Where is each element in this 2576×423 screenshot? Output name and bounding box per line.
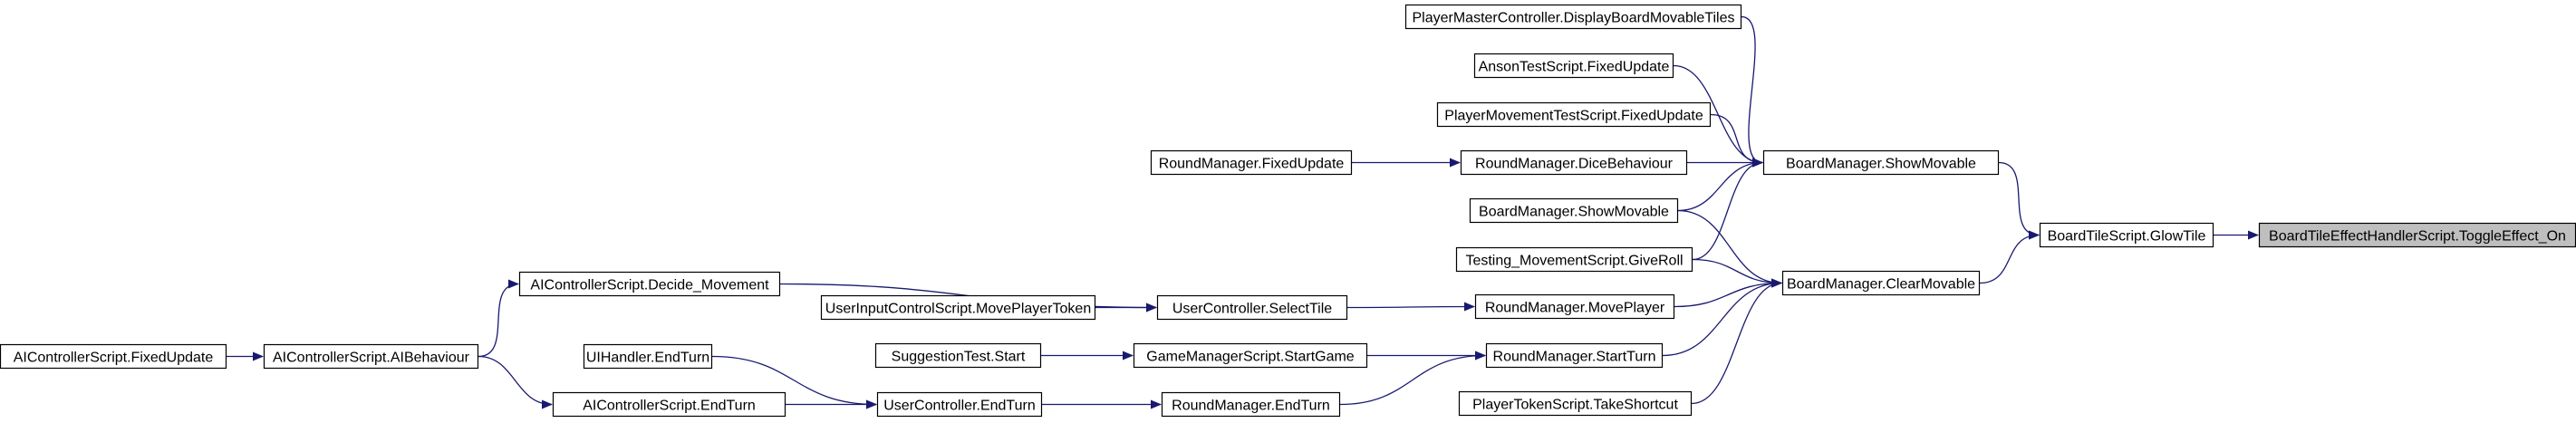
edge-showmov-to-glow [1998,161,2040,240]
node-starturn-label: RoundManager.StartTurn [1493,350,1656,365]
node-uicontrol-box [820,294,1096,321]
node-pmts-box [1436,101,1712,128]
node-gmstart-label: GameManagerScript.StartGame [1146,350,1355,365]
node-uiend-box [583,343,713,370]
node-testing-box [1455,246,1693,273]
node-moveplayer[interactable]: RoundManager.MovePlayer [1474,293,1675,320]
node-clearmov-label: BoardManager.ClearMovable [1787,277,1975,293]
node-pmts[interactable]: PlayerMovementTestScript.FixedUpdate [1436,101,1712,128]
node-uicontrol-label: UserInputControlScript.MovePlayerToken [825,302,1091,317]
node-ucend-box [876,391,1043,418]
node-clearmov[interactable]: BoardManager.ClearMovable [1781,270,1981,296]
edge-bmshow2-to-showmov [1677,158,1763,212]
node-pmc[interactable]: PlayerMasterController.DisplayBoardMovab… [1404,4,1742,30]
node-rmend-label: RoundManager.EndTurn [1172,399,1330,414]
node-anson[interactable]: AnsonTestScript.FixedUpdate [1473,53,1674,79]
nodes-layer: BoardTileEffectHandlerScript.ToggleEffec… [0,4,2576,418]
node-ucend[interactable]: UserController.EndTurn [876,391,1043,418]
node-aibehav-label: AIControllerScript.AIBehaviour [273,351,470,366]
node-aibehav-box [263,343,479,370]
node-moveplayer-label: RoundManager.MovePlayer [1485,301,1665,316]
edge-testing-to-clearmov [1692,258,1782,288]
node-starturn-box [1485,342,1664,369]
node-rmend[interactable]: RoundManager.EndTurn [1161,391,1341,418]
node-sugg[interactable]: SuggestionTest.Start [874,342,1042,369]
node-showmov-label: BoardManager.ShowMovable [1786,157,1976,172]
edge-uiend-to-ucend [711,355,877,409]
node-anson-box [1473,53,1674,79]
edge-bmshow2-to-clearmov [1677,209,1782,288]
edge-ptshort-to-clearmov [1691,278,1782,405]
node-gmstart[interactable]: GameManagerScript.StartGame [1133,342,1368,369]
node-clearmov-box [1781,270,1981,296]
node-toggle-label: BoardTileEffectHandlerScript.ToggleEffec… [2269,229,2566,245]
node-rmfixed[interactable]: RoundManager.FixedUpdate [1150,149,1353,176]
node-ptshort-box [1458,390,1693,417]
node-pmc-box [1404,4,1742,30]
node-selecttile-label: UserController.SelectTile [1172,302,1332,317]
edge-aibehav-to-aiend [478,355,553,409]
node-moveplayer-box [1474,293,1675,320]
node-aiend-label: AIControllerScript.EndTurn [583,399,756,414]
edge-pmc-to-showmov [1741,15,1763,168]
edge-clearmov-to-glow [1979,230,2040,284]
node-testing-label: Testing_MovementScript.GiveRoll [1465,254,1683,269]
node-decide[interactable]: AIControllerScript.Decide_Movement [518,271,781,297]
node-bmshow2-label: BoardManager.ShowMovable [1479,205,1669,220]
edge-moveplayer-to-clearmov [1674,278,1782,308]
node-rmfixed-label: RoundManager.FixedUpdate [1159,157,1345,172]
node-aibehav[interactable]: AIControllerScript.AIBehaviour [263,343,479,370]
node-bmshow2[interactable]: BoardManager.ShowMovable [1469,197,1679,224]
edge-pmts-to-showmov [1710,113,1763,168]
node-sugg-label: SuggestionTest.Start [892,350,1026,365]
node-selecttile[interactable]: UserController.SelectTile [1156,294,1348,321]
edge-testing-to-showmov [1692,158,1763,261]
node-glow-box [2039,222,2214,248]
node-dice-box [1460,149,1688,176]
node-anson-label: AnsonTestScript.FixedUpdate [1479,60,1670,75]
node-uiend[interactable]: UIHandler.EndTurn [583,343,713,370]
node-showmov-box [1762,149,2000,176]
node-ptshort[interactable]: PlayerTokenScript.TakeShortcut [1458,390,1693,417]
edge-aibehav-to-decide [478,279,519,358]
node-aifixed-label: AIControllerScript.FixedUpdate [14,351,214,366]
node-aifixed-box [0,343,227,370]
node-aiend[interactable]: AIControllerScript.EndTurn [552,391,786,418]
node-uicontrol[interactable]: UserInputControlScript.MovePlayerToken [820,294,1096,321]
node-ucend-label: UserController.EndTurn [883,399,1035,414]
node-glow[interactable]: BoardTileScript.GlowTile [2039,222,2214,248]
node-dice-label: RoundManager.DiceBehaviour [1475,157,1674,172]
node-toggle[interactable]: BoardTileEffectHandlerScript.ToggleEffec… [2258,222,2576,248]
node-dice[interactable]: RoundManager.DiceBehaviour [1460,149,1688,176]
node-decide-box [518,271,781,297]
edge-selecttile-to-moveplayer [1346,302,1475,312]
node-testing[interactable]: Testing_MovementScript.GiveRoll [1455,246,1693,273]
node-pmc-label: PlayerMasterController.DisplayBoardMovab… [1413,11,1735,26]
node-decide-label: AIControllerScript.Decide_Movement [530,278,769,293]
node-ptshort-label: PlayerTokenScript.TakeShortcut [1472,398,1678,413]
node-gmstart-box [1133,342,1368,369]
node-rmend-box [1161,391,1341,418]
node-uiend-label: UIHandler.EndTurn [586,351,709,366]
node-sugg-box [874,342,1042,369]
node-bmshow2-box [1469,197,1679,224]
node-showmov[interactable]: BoardManager.ShowMovable [1762,149,2000,176]
node-starturn[interactable]: RoundManager.StartTurn [1485,342,1664,369]
edge-starturn-to-clearmov [1662,278,1782,357]
node-selecttile-box [1156,294,1348,321]
node-aiend-box [552,391,786,418]
edge-rmend-to-starturn [1339,351,1486,406]
node-rmfixed-box [1150,149,1353,176]
node-aifixed[interactable]: AIControllerScript.FixedUpdate [0,343,227,370]
node-pmts-label: PlayerMovementTestScript.FixedUpdate [1444,109,1703,124]
node-glow-label: BoardTileScript.GlowTile [2048,229,2206,245]
